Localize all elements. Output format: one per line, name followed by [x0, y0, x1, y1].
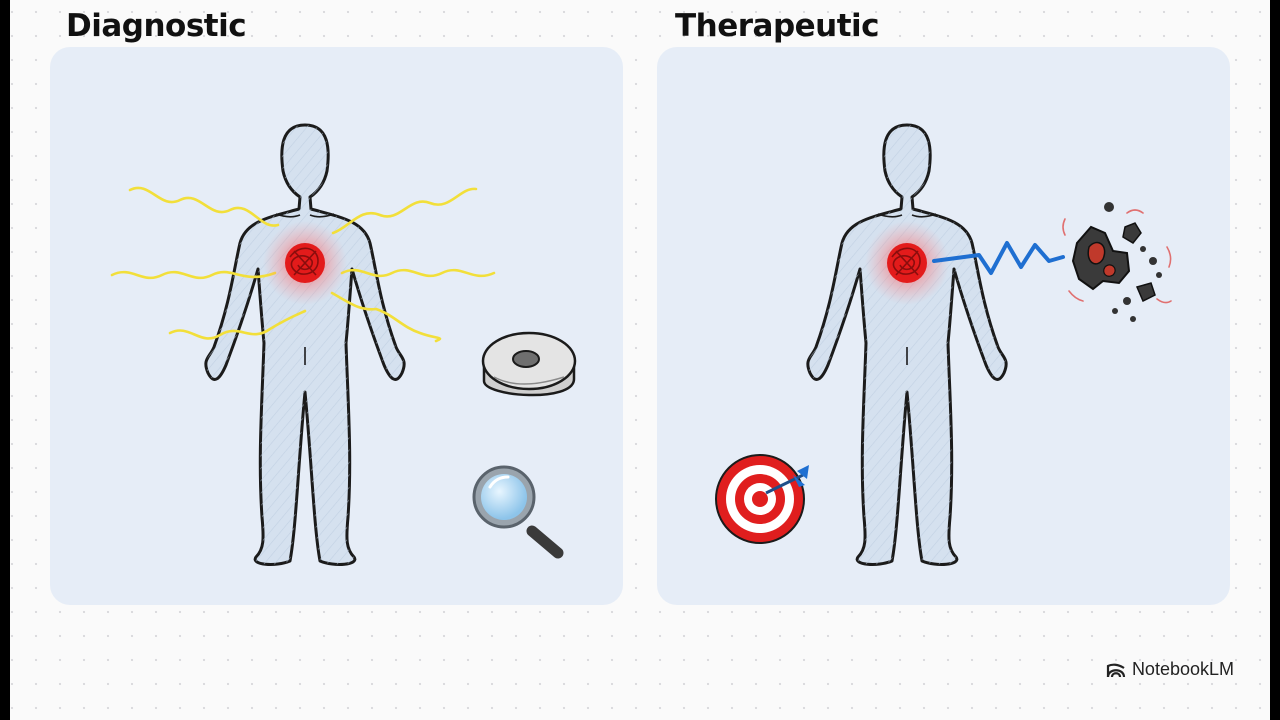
destroyed-cell-icon: [1062, 202, 1172, 322]
magnifying-glass-icon: [472, 465, 564, 559]
detector-disc-icon: [481, 331, 577, 397]
target-bullseye-icon: [715, 454, 809, 544]
diagnostic-illustration: [110, 123, 577, 566]
diagnostic-title: Diagnostic: [66, 8, 247, 44]
radiation-beam: [932, 241, 1065, 275]
tumor-hotspot: [865, 221, 949, 305]
tumor-hotspot: [263, 221, 347, 305]
diagnostic-panel: [50, 47, 623, 605]
right-frame-bar: [1270, 0, 1280, 720]
human-figure: [806, 123, 1008, 566]
brand: NotebookLM: [1106, 659, 1234, 680]
emission-waves: [110, 186, 496, 343]
left-frame-bar: [0, 0, 10, 720]
human-figure: [204, 123, 406, 566]
therapeutic-panel: [657, 47, 1230, 605]
therapeutic-title: Therapeutic: [675, 8, 880, 44]
therapeutic-illustration: [715, 123, 1172, 566]
brand-name: NotebookLM: [1131, 659, 1234, 679]
notebooklm-logo-icon: [1106, 663, 1126, 677]
